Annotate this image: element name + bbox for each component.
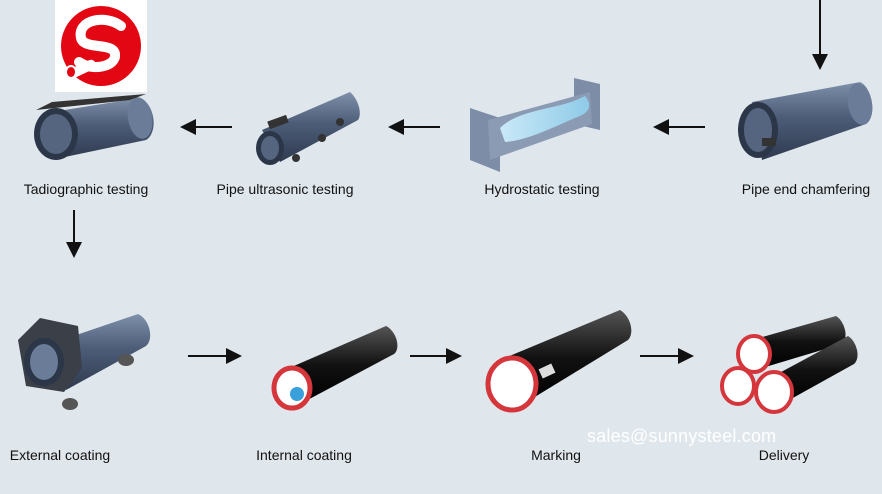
- delivery-icon: [720, 316, 858, 414]
- logo: [55, 0, 147, 92]
- step-label-hydrostatic-testing: Hydrostatic testing: [484, 181, 600, 197]
- flow-arrows: [66, 0, 828, 364]
- step-label-external-coating: External coating: [9, 447, 111, 463]
- step-label-pipe-end-chamfering: Pipe end chamfering: [741, 181, 871, 197]
- internal-coating-icon: [271, 326, 398, 411]
- step-label-internal-coating: Internal coating: [256, 447, 352, 463]
- step-label-ultrasonic-testing: Pipe ultrasonic testing: [216, 181, 354, 197]
- radiographic-testing-pipe-icon: [34, 94, 154, 160]
- sunny-steel-logo-icon: [61, 6, 141, 86]
- marking-icon: [485, 310, 632, 413]
- external-coating-icon: [18, 314, 151, 410]
- watermark-email: sales@sunnysteel.com: [587, 426, 777, 446]
- hydrostatic-testing-icon: [470, 78, 600, 172]
- step-label-marking: Marking: [531, 447, 581, 463]
- pipe-end-chamfering-icon: [738, 82, 873, 160]
- step-label-radiographic-testing: Tadiographic testing: [23, 181, 149, 197]
- step-label-delivery: Delivery: [758, 447, 810, 463]
- ultrasonic-testing-pipe-icon: [256, 92, 360, 165]
